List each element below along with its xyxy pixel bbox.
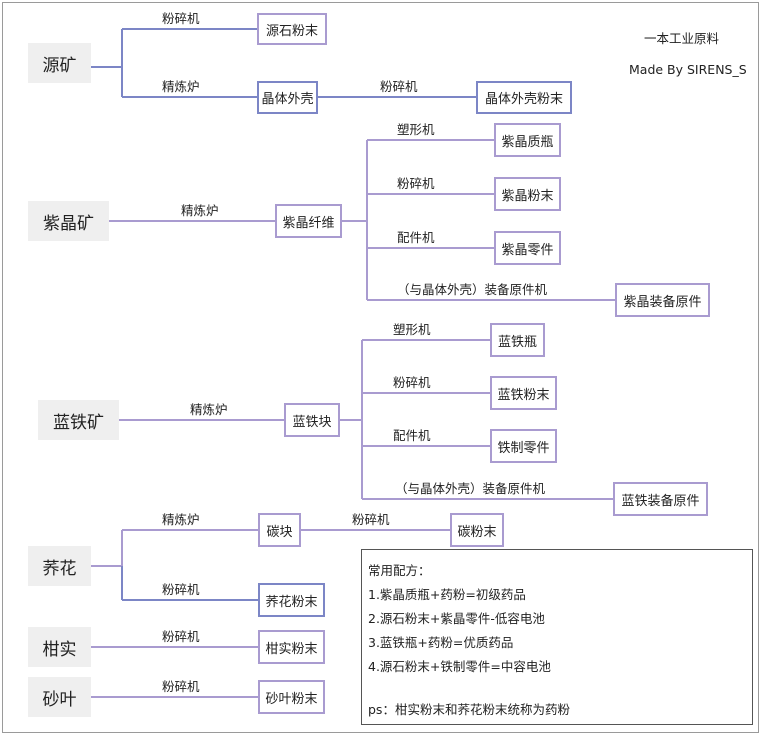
- source-lantiekuang: 蓝铁矿: [38, 400, 119, 440]
- machine-label-refiner: 精炼炉: [181, 203, 219, 218]
- diagram-title: 一本工业原料: [644, 31, 720, 46]
- source-shaye: 砂叶: [28, 677, 91, 717]
- recipe-item: 2.源石粉末+紫晶零件-低容电池: [368, 611, 545, 626]
- machine-label-crusher: 粉碎机: [162, 582, 200, 597]
- recipes-panel: 常用配方： 1.紫晶质瓶+药粉=初级药品 2.源石粉末+紫晶零件-低容电池 3.…: [361, 549, 753, 725]
- product-carbon-block: 碳块: [258, 513, 301, 547]
- product-yuanshi-powder: 源石粉末: [257, 13, 327, 45]
- source-ganshi: 柑实: [28, 627, 91, 667]
- product-crystal-shell-powder: 晶体外壳粉末: [476, 81, 572, 114]
- recipes-heading: 常用配方：: [368, 563, 431, 578]
- product-lantie-bottle: 蓝铁瓶: [490, 323, 545, 357]
- author-credit: Made By SIRENS_S: [629, 62, 747, 77]
- machine-label-crusher: 粉碎机: [352, 512, 390, 527]
- machine-label-equip-parts: （与晶体外壳）装备原件机: [397, 282, 548, 297]
- product-zijing-equip: 紫晶装备原件: [615, 283, 710, 317]
- recipe-item: 1.紫晶质瓶+药粉=初级药品: [368, 587, 526, 602]
- product-lantie-powder: 蓝铁粉末: [490, 376, 557, 410]
- connector: [91, 28, 257, 98]
- product-qiaohua-powder: 荞花粉末: [258, 583, 325, 617]
- product-carbon-powder: 碳粉末: [450, 513, 504, 547]
- machine-label-crusher: 粉碎机: [393, 375, 431, 390]
- source-qiaohua: 荞花: [28, 546, 91, 586]
- connector: [91, 529, 258, 601]
- recipe-item: 4.源石粉末+铁制零件=中容电池: [368, 659, 551, 674]
- machine-label-refiner: 精炼炉: [162, 512, 200, 527]
- product-lantie-block: 蓝铁块: [284, 403, 340, 437]
- machine-label-parts: 配件机: [397, 230, 435, 245]
- machine-label-equip-parts: （与晶体外壳）装备原件机: [395, 481, 546, 496]
- recipe-item: 3.蓝铁瓶+药粉=优质药品: [368, 635, 514, 650]
- product-lantie-equip: 蓝铁装备原件: [613, 482, 708, 516]
- product-tie-parts: 铁制零件: [490, 429, 557, 463]
- machine-label-crusher: 粉碎机: [162, 679, 200, 694]
- machine-label-refiner: 精炼炉: [162, 79, 200, 94]
- recipes-note: ps：柑实粉末和荞花粉末统称为药粉: [368, 702, 570, 717]
- product-zijing-parts: 紫晶零件: [494, 231, 561, 265]
- product-zijing-powder: 紫晶粉末: [494, 177, 561, 211]
- source-zijingkuang: 紫晶矿: [28, 201, 109, 241]
- machine-label-molder: 塑形机: [397, 122, 435, 137]
- product-zijing-fiber: 紫晶纤维: [275, 204, 342, 238]
- product-ganshi-powder: 柑实粉末: [258, 630, 325, 664]
- product-crystal-shell: 晶体外壳: [257, 81, 318, 114]
- connector: [340, 339, 613, 500]
- connector: [342, 139, 615, 301]
- product-shaye-powder: 砂叶粉末: [258, 680, 325, 714]
- product-zijing-bottle: 紫晶质瓶: [494, 123, 561, 157]
- machine-label-crusher: 粉碎机: [162, 11, 200, 26]
- machine-label-refiner: 精炼炉: [190, 402, 228, 417]
- machine-label-crusher: 粉碎机: [162, 629, 200, 644]
- machine-label-parts: 配件机: [393, 428, 431, 443]
- machine-label-molder: 塑形机: [393, 322, 431, 337]
- machine-label-crusher: 粉碎机: [380, 79, 418, 94]
- machine-label-crusher: 粉碎机: [397, 176, 435, 191]
- source-yuankuang: 源矿: [28, 43, 91, 83]
- connector: [121, 566, 258, 601]
